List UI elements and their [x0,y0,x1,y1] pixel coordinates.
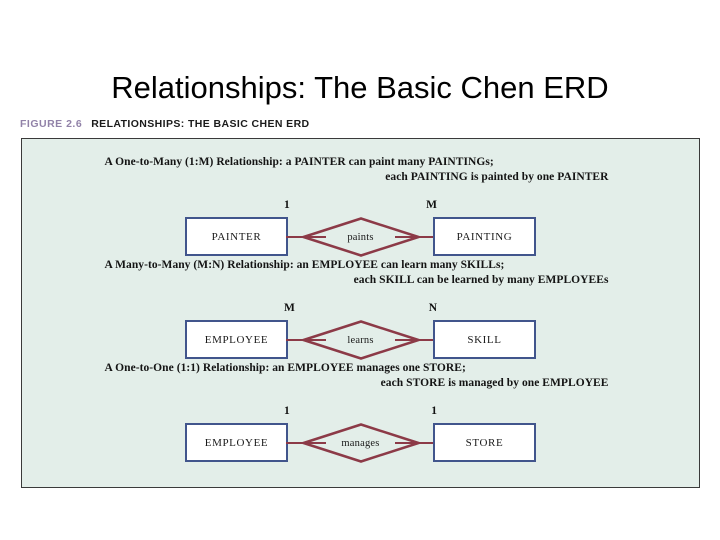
figure-caption-text: RELATIONSHIPS: THE BASIC CHEN ERD [91,118,310,130]
relationship-label: manages [341,437,380,449]
entity-box-left[interactable]: EMPLOYEE [185,320,288,359]
relationship-description-line1: A One-to-Many (1:M) Relationship: a PAIN… [104,156,494,168]
erd-diagram: 1 M PAINTER paints PAINTING [178,199,543,261]
relationship-block-one-to-one: A One-to-One (1:1) Relationship: an EMPL… [22,361,699,467]
entity-box-left[interactable]: EMPLOYEE [185,423,288,462]
erd-diagram: 1 1 EMPLOYEE manages STORE [178,405,543,467]
figure-panel: A One-to-Many (1:M) Relationship: a PAIN… [21,138,700,488]
relationship-diamond[interactable]: paints [301,217,420,257]
cardinality-left: 1 [284,199,290,211]
diamond-shape-icon [301,217,420,257]
relationship-diamond[interactable]: learns [301,320,420,360]
relationship-block-many-to-many: A Many-to-Many (M:N) Relationship: an EM… [22,258,699,364]
cardinality-left: 1 [284,405,290,417]
cardinality-right: 1 [431,405,437,417]
relationship-description-line2: each SKILL can be learned by many EMPLOY… [353,274,609,286]
relationship-label: paints [347,231,374,243]
relationship-diamond[interactable]: manages [301,423,420,463]
figure-caption: FIGURE 2.6 RELATIONSHIPS: THE BASIC CHEN… [20,118,310,130]
entity-box-left[interactable]: PAINTER [185,217,288,256]
relationship-description-line2: each STORE is managed by one EMPLOYEE [380,377,609,389]
relationship-description-line2: each PAINTING is painted by one PAINTER [385,171,609,183]
relationship-description: A One-to-One (1:1) Relationship: an EMPL… [101,361,621,391]
figure-number: FIGURE 2.6 [20,118,83,130]
relationship-description-line1: A Many-to-Many (M:N) Relationship: an EM… [104,259,505,271]
diamond-shape-icon [301,320,420,360]
cardinality-left: M [284,302,295,314]
relationship-block-one-to-many: A One-to-Many (1:M) Relationship: a PAIN… [22,155,699,261]
connector-line-right [395,338,435,341]
entity-box-right[interactable]: PAINTING [433,217,536,256]
diamond-shape-icon [301,423,420,463]
relationship-description: A One-to-Many (1:M) Relationship: a PAIN… [101,155,621,185]
relationship-description: A Many-to-Many (M:N) Relationship: an EM… [101,258,621,288]
connector-line-right [395,441,435,444]
erd-diagram: M N EMPLOYEE learns SKILL [178,302,543,364]
relationship-description-line1: A One-to-One (1:1) Relationship: an EMPL… [104,362,466,374]
connector-line-right [395,235,435,238]
entity-box-right[interactable]: SKILL [433,320,536,359]
page-title: Relationships: The Basic Chen ERD [111,70,609,105]
relationship-label: learns [347,334,374,346]
cardinality-right: N [428,302,437,314]
entity-box-right[interactable]: STORE [433,423,536,462]
cardinality-right: M [426,199,437,211]
